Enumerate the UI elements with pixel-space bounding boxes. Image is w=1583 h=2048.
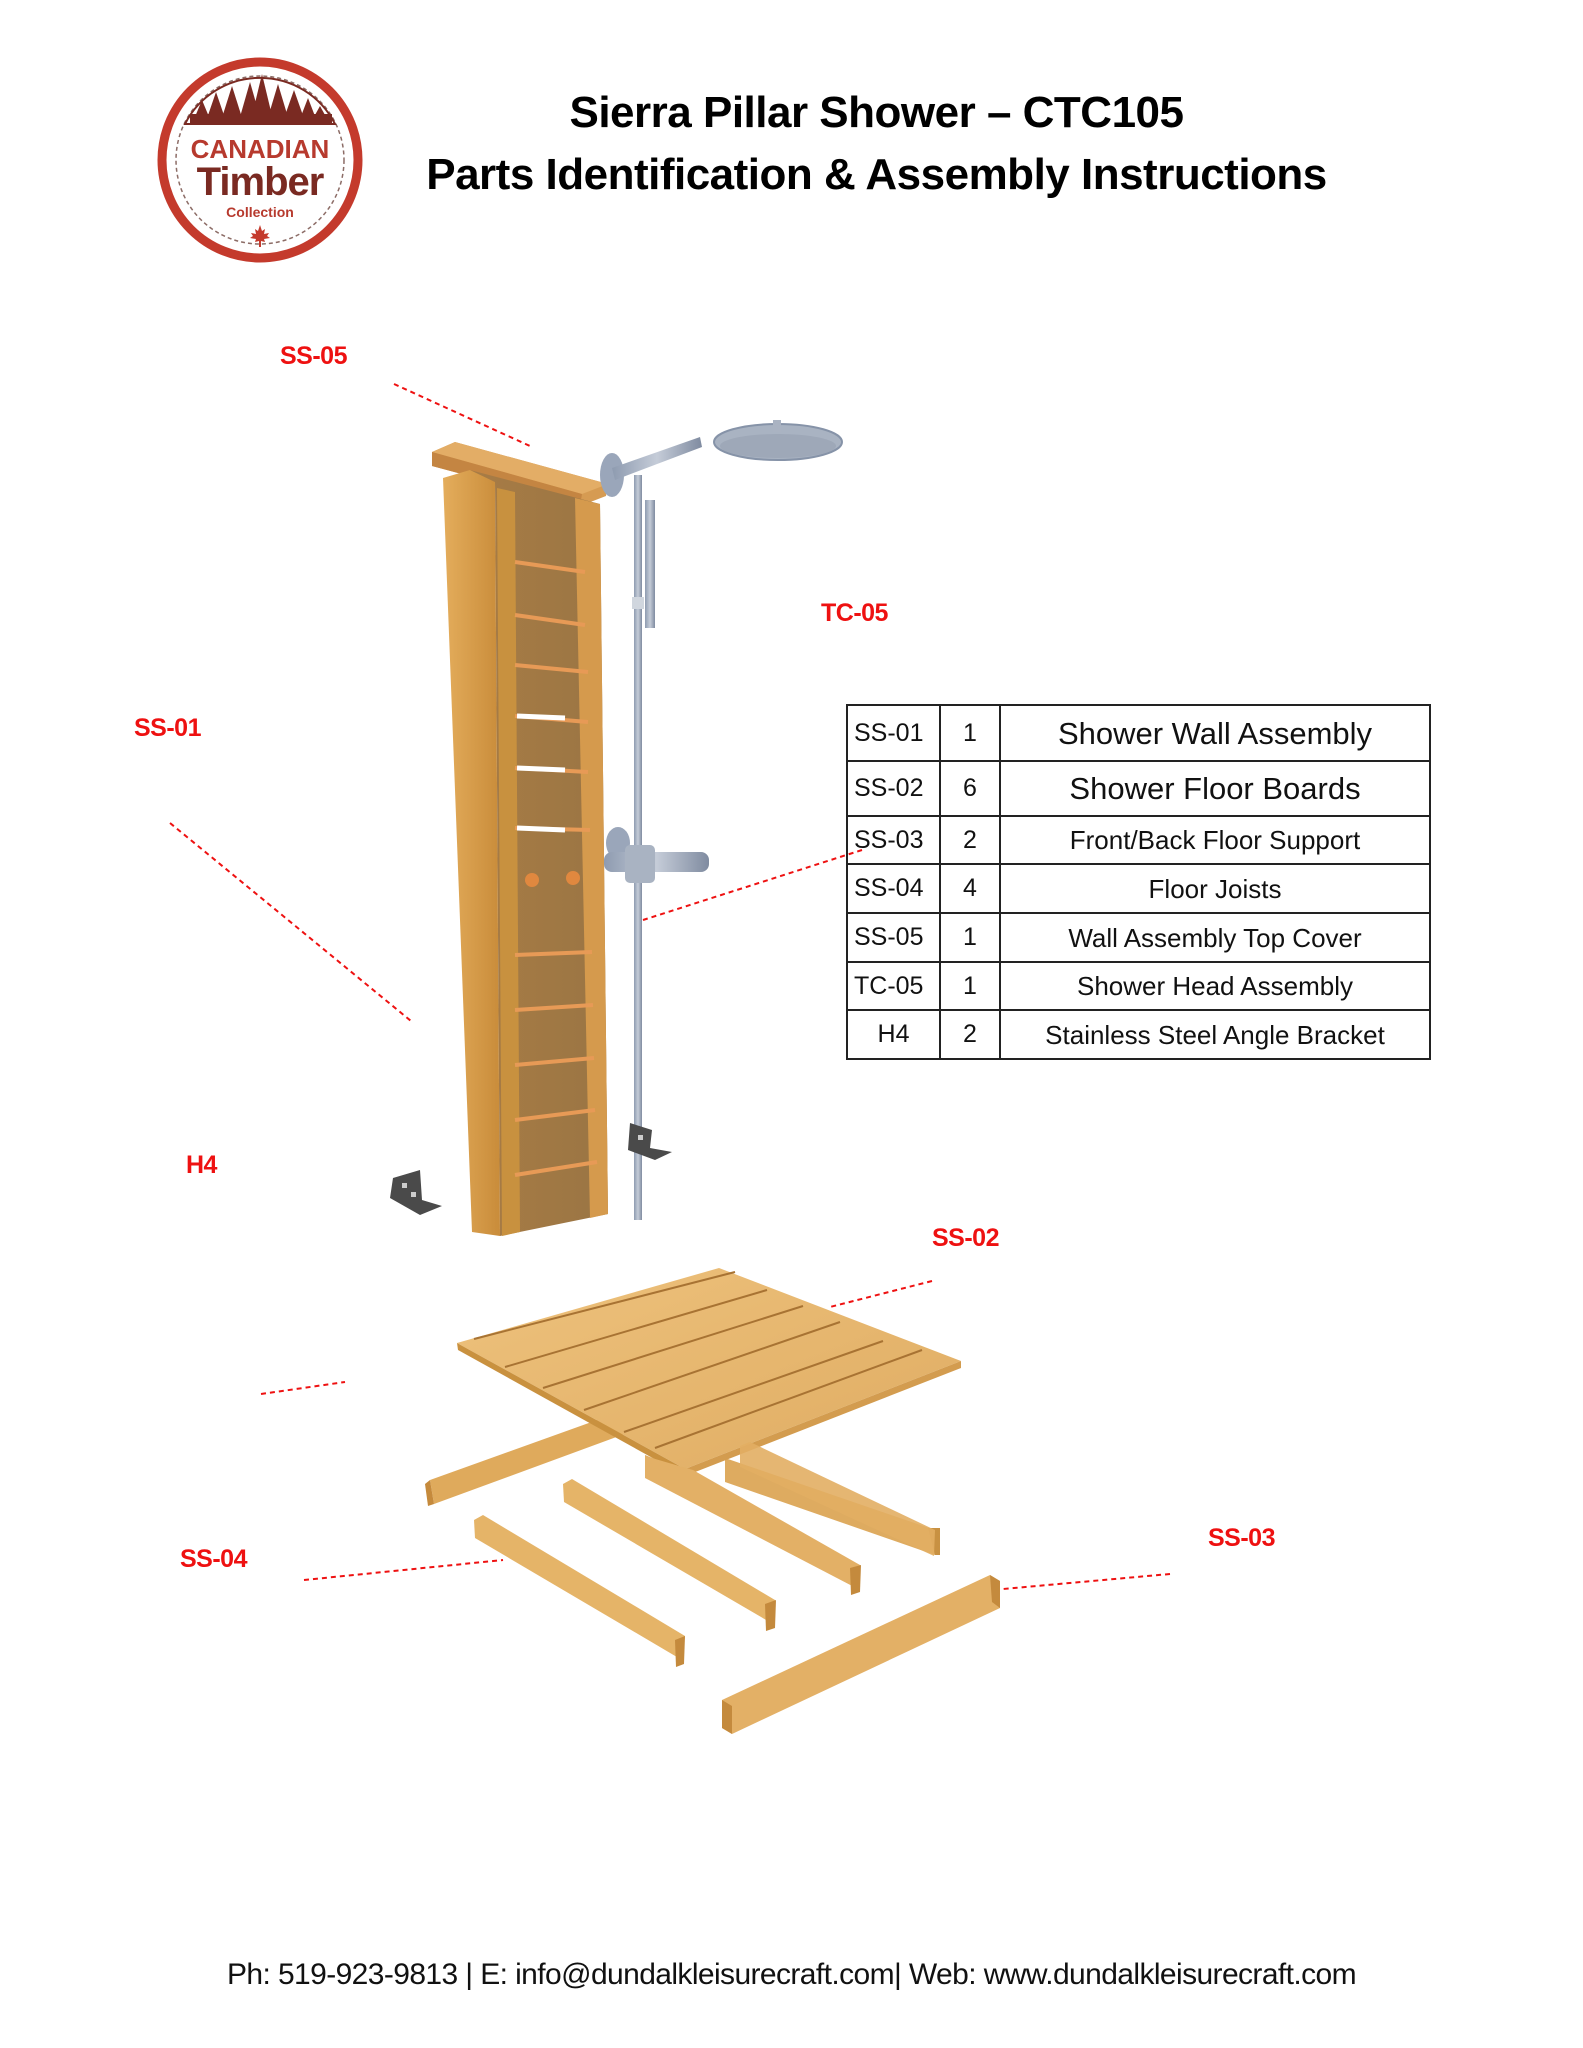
table-row: TC-05 1 Shower Head Assembly bbox=[846, 961, 1431, 1011]
logo-text-timber: Timber bbox=[196, 160, 325, 204]
page-subtitle: Parts Identification & Assembly Instruct… bbox=[426, 150, 1327, 199]
part-description: Wall Assembly Top Cover bbox=[999, 912, 1431, 963]
callout-ss-01: SS-01 bbox=[134, 714, 201, 742]
contact-footer: Ph: 519-923-9813 | E: info@dundalkleisur… bbox=[226, 1958, 1357, 1991]
part-code: SS-02 bbox=[846, 760, 941, 817]
part-code: H4 bbox=[846, 1009, 941, 1060]
part-qty: 4 bbox=[939, 863, 1001, 914]
part-qty: 2 bbox=[939, 1009, 1001, 1060]
angle-bracket-right bbox=[628, 1123, 672, 1160]
logo-badge-icon bbox=[157, 57, 363, 263]
callout-ss-03: SS-03 bbox=[1208, 1524, 1275, 1552]
table-row: SS-05 1 Wall Assembly Top Cover bbox=[846, 912, 1431, 963]
part-description: Floor Joists bbox=[999, 863, 1431, 914]
callout-ss-02: SS-02 bbox=[932, 1224, 999, 1252]
part-description: Shower Wall Assembly bbox=[999, 704, 1431, 762]
maple-leaf-icon bbox=[248, 224, 272, 248]
table-row: H4 2 Stainless Steel Angle Bracket bbox=[846, 1009, 1431, 1060]
company-logo: CANADIAN Timber Collection bbox=[150, 52, 370, 272]
floor-joists-part bbox=[474, 1442, 935, 1667]
part-code: SS-04 bbox=[846, 863, 941, 914]
table-row: SS-03 2 Front/Back Floor Support bbox=[846, 815, 1431, 865]
part-description: Stainless Steel Angle Bracket bbox=[999, 1009, 1431, 1060]
part-qty: 1 bbox=[939, 961, 1001, 1011]
part-description: Shower Floor Boards bbox=[999, 760, 1431, 817]
table-row: SS-01 1 Shower Wall Assembly bbox=[846, 704, 1431, 762]
part-description: Shower Head Assembly bbox=[999, 961, 1431, 1011]
callout-h4: H4 bbox=[186, 1151, 217, 1179]
part-qty: 1 bbox=[939, 912, 1001, 963]
parts-table: SS-01 1 Shower Wall Assembly SS-02 6 Sho… bbox=[846, 704, 1431, 1060]
part-code: SS-05 bbox=[846, 912, 941, 963]
table-row: SS-04 4 Floor Joists bbox=[846, 863, 1431, 914]
callout-ss-04: SS-04 bbox=[180, 1545, 247, 1573]
page-title: Sierra Pillar Shower – CTC105 bbox=[569, 88, 1184, 137]
callout-leader-lines bbox=[169, 383, 1171, 1590]
callout-ss-05: SS-05 bbox=[280, 342, 347, 370]
angle-bracket-left bbox=[390, 1170, 442, 1215]
logo-text-collection: Collection bbox=[226, 204, 294, 220]
part-code: SS-01 bbox=[846, 704, 941, 762]
table-row: SS-02 6 Shower Floor Boards bbox=[846, 760, 1431, 817]
part-code: SS-03 bbox=[846, 815, 941, 865]
shower-wall-part bbox=[443, 470, 608, 1236]
shower-head-part bbox=[600, 420, 843, 1220]
part-qty: 1 bbox=[939, 704, 1001, 762]
callout-tc-05: TC-05 bbox=[821, 599, 888, 627]
part-qty: 6 bbox=[939, 760, 1001, 817]
part-code: TC-05 bbox=[846, 961, 941, 1011]
tree-line-icon bbox=[190, 74, 332, 124]
front-floor-support-part bbox=[722, 1575, 1000, 1734]
logo-text-canadian: CANADIAN bbox=[190, 134, 330, 164]
part-qty: 2 bbox=[939, 815, 1001, 865]
part-description: Front/Back Floor Support bbox=[999, 815, 1431, 865]
